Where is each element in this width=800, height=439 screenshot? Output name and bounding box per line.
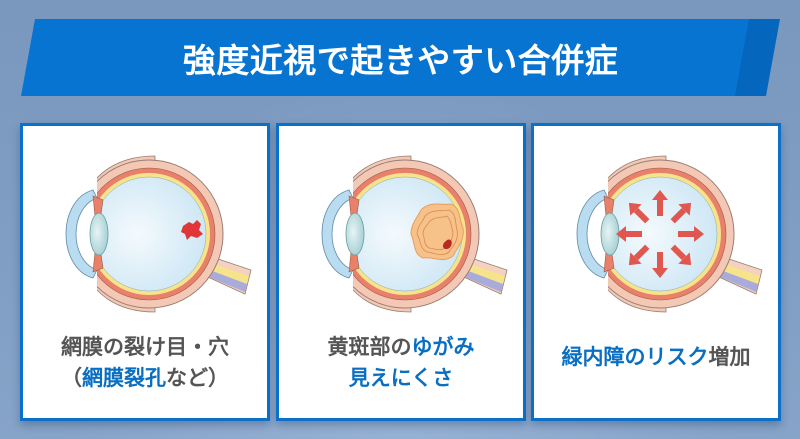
title-banner: 強度近視で起きやすい合併症 bbox=[21, 19, 780, 96]
complication-card-glaucoma: 緑内障のリスク増加 bbox=[531, 123, 781, 421]
complication-card-retinal-tear: 網膜の裂け目・穴 （網膜裂孔など） bbox=[20, 123, 270, 421]
caption-highlight: ゆがみ bbox=[411, 335, 475, 359]
complication-card-macular-distortion: 黄斑部のゆがみ 見えにくさ bbox=[276, 123, 526, 421]
eye-glaucoma-pressure-icon bbox=[576, 155, 763, 313]
card-caption: 黄斑部のゆがみ 見えにくさ bbox=[279, 332, 523, 394]
card-caption: 緑内障のリスク増加 bbox=[534, 342, 778, 373]
caption-line-1: 緑内障のリスク増加 bbox=[561, 345, 751, 369]
page-title: 強度近視で起きやすい合併症 bbox=[182, 40, 619, 80]
caption-highlight: 網膜裂孔 bbox=[82, 366, 166, 390]
caption-line-1: 網膜の裂け目・穴 bbox=[61, 335, 229, 359]
eye-macular-distortion-icon bbox=[321, 155, 508, 313]
caption-highlight: 緑内障のリスク bbox=[561, 345, 709, 369]
caption-line-2: （網膜裂孔など） bbox=[61, 366, 229, 390]
caption-line-2: 見えにくさ bbox=[348, 366, 454, 390]
caption-line-1: 黄斑部のゆがみ bbox=[327, 335, 475, 359]
eye-retinal-tear-icon bbox=[65, 155, 252, 313]
card-caption: 網膜の裂け目・穴 （網膜裂孔など） bbox=[23, 332, 267, 394]
pressure-arrows bbox=[616, 190, 704, 278]
